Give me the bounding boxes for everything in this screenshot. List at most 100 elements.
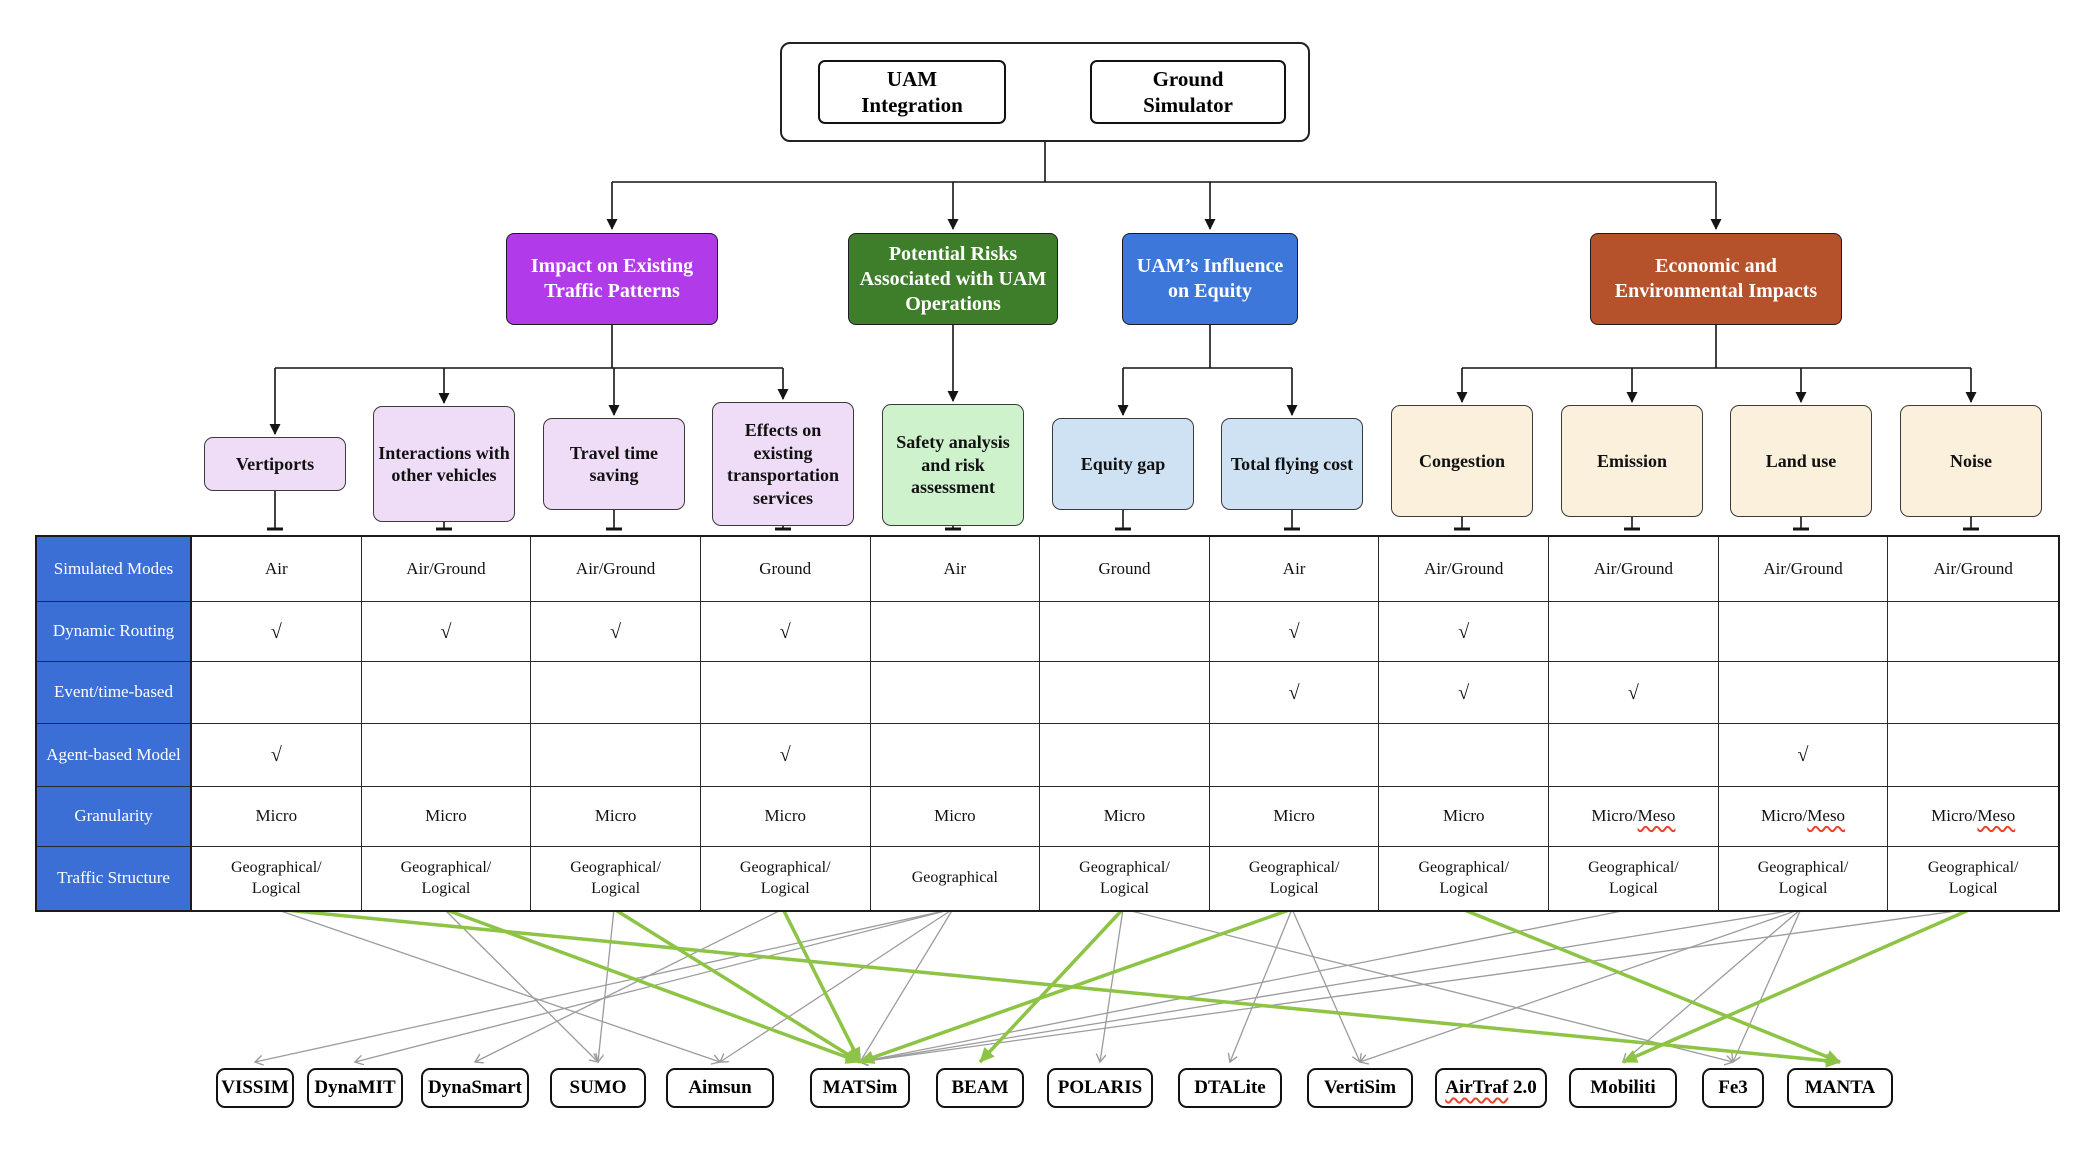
cell-simulated-modes-noise: Air/Ground	[1888, 537, 2058, 602]
cell-event-time-based-equity-gap	[1040, 662, 1210, 724]
cell-dynamic-routing-effects-on-existing-transportation-services: √	[700, 602, 871, 662]
cell-simulated-modes-total-flying-cost: Air	[1209, 537, 1380, 602]
cell-agent-based-model-total-flying-cost	[1209, 724, 1380, 787]
simulator-box-fe3: Fe3	[1702, 1068, 1764, 1108]
cell-event-time-based-vertiports	[192, 662, 362, 724]
simulator-box-dtalite: DTALite	[1178, 1068, 1282, 1108]
green-edge-col7-to-manta	[1461, 907, 1841, 1064]
cell-simulated-modes-emission: Air/Ground	[1549, 537, 1719, 602]
subtopic-box-congestion: Congestion	[1391, 405, 1533, 517]
cell-granularity-land-use: Micro/Meso	[1718, 787, 1889, 847]
simulator-box-matsim: MATSim	[810, 1068, 910, 1108]
gray-edge-col9-to-fe3	[1733, 908, 1802, 1062]
ground-simulator-node: Ground Simulator	[1090, 60, 1286, 124]
cell-agent-based-model-land-use: √	[1718, 724, 1889, 787]
cell-event-time-based-interactions-with-other-vehicles	[361, 662, 532, 724]
cell-event-time-based-safety-analysis-and-risk-assessment	[870, 662, 1041, 724]
subtopic-box-safety-analysis-and-risk-assessment: Safety analysis and risk assessment	[882, 404, 1024, 526]
cell-dynamic-routing-land-use	[1718, 602, 1889, 662]
simulator-box-vissim: VISSIM	[216, 1068, 294, 1108]
cell-simulated-modes-safety-analysis-and-risk-assessment: Air	[870, 537, 1041, 602]
gray-edge-col9-to-matsim	[860, 908, 1802, 1062]
cell-traffic-structure-total-flying-cost: Geographical/Logical	[1210, 847, 1380, 910]
cell-dynamic-routing-noise	[1888, 602, 2058, 662]
gray-edge-col2-to-sumo	[598, 908, 615, 1062]
cell-traffic-structure-safety-analysis-and-risk-assessment: Geographical	[871, 847, 1041, 910]
cell-granularity-travel-time-saving: Micro	[531, 787, 701, 847]
subtopic-box-emission: Emission	[1561, 405, 1703, 517]
cell-agent-based-model-interactions-with-other-vehicles	[361, 724, 532, 787]
cell-dynamic-routing-travel-time-saving: √	[531, 602, 701, 662]
subtopic-box-equity-gap: Equity gap	[1052, 418, 1194, 510]
green-edge-col2-to-matsim	[613, 907, 861, 1064]
cell-dynamic-routing-interactions-with-other-vehicles: √	[361, 602, 532, 662]
category-box-impact-on-existing-traffic-patterns: Impact on Existing Traffic Patterns	[506, 233, 718, 325]
cell-agent-based-model-emission	[1549, 724, 1719, 787]
cell-dynamic-routing-equity-gap	[1040, 602, 1210, 662]
gray-edge-col0-to-aimsun	[274, 908, 720, 1062]
cell-dynamic-routing-emission	[1549, 602, 1719, 662]
cell-traffic-structure-vertiports: Geographical/Logical	[192, 847, 362, 910]
simulator-box-dynamit: DynaMIT	[307, 1068, 403, 1108]
category-box-potential-risks-associated-with-uam-operations: Potential Risks Associated with UAM Oper…	[848, 233, 1058, 325]
subtopic-box-effects-on-existing-transportation-services: Effects on existing transportation servi…	[712, 402, 854, 526]
row-header-simulated-modes: Simulated Modes	[37, 537, 192, 602]
category-box-uam-s-influence-on-equity: UAM’s Influence on Equity	[1122, 233, 1298, 325]
uam-integration-label: UAM Integration	[861, 66, 963, 117]
simulator-box-mobiliti: Mobiliti	[1569, 1068, 1677, 1108]
green-edge-col0-to-manta	[274, 907, 1841, 1068]
green-edge-col10-to-mobiliti	[1622, 907, 1972, 1064]
simulator-box-dynasmart: DynaSmart	[421, 1068, 529, 1108]
subtopic-box-land-use: Land use	[1730, 405, 1872, 517]
simulator-box-aimsun: Aimsun	[666, 1068, 774, 1108]
cell-traffic-structure-emission: Geographical/Logical	[1549, 847, 1719, 910]
uam-integration-node: UAM Integration	[818, 60, 1006, 124]
gray-edge-col1-to-sumo	[443, 908, 598, 1062]
row-header-event-time-based: Event/time-based	[37, 662, 192, 724]
row-header-dynamic-routing: Dynamic Routing	[37, 602, 192, 662]
gray-edge-col3-to-dynasmart	[475, 908, 784, 1062]
cell-granularity-emission: Micro/Meso	[1549, 787, 1719, 847]
row-header-traffic-structure: Traffic Structure	[37, 847, 192, 910]
simulator-box-beam: BEAM	[936, 1068, 1024, 1108]
subtopic-box-interactions-with-other-vehicles: Interactions with other vehicles	[373, 406, 515, 522]
cell-simulated-modes-travel-time-saving: Air/Ground	[531, 537, 701, 602]
gray-edge-col9-to-mobiliti	[1623, 908, 1802, 1062]
cell-traffic-structure-noise: Geographical/Logical	[1927, 858, 2019, 897]
subtopic-box-noise: Noise	[1900, 405, 2042, 517]
cell-granularity-vertiports: Micro	[192, 787, 362, 847]
cell-agent-based-model-equity-gap	[1040, 724, 1210, 787]
cell-dynamic-routing-congestion: √	[1379, 602, 1550, 662]
cell-granularity-noise: Micro/Meso	[1888, 787, 2058, 847]
cell-agent-based-model-travel-time-saving	[531, 724, 701, 787]
cell-simulated-modes-congestion: Air/Ground	[1379, 537, 1550, 602]
cell-simulated-modes-effects-on-existing-transportation-services: Ground	[700, 537, 871, 602]
cell-simulated-modes-interactions-with-other-vehicles: Air/Ground	[361, 537, 532, 602]
green-edge-col1-to-matsim	[443, 907, 861, 1064]
cell-event-time-based-effects-on-existing-transportation-services	[700, 662, 871, 724]
gray-edge-col6-to-vertisim	[1291, 908, 1360, 1062]
cell-agent-based-model-safety-analysis-and-risk-assessment	[870, 724, 1041, 787]
cell-granularity-congestion: Micro	[1379, 787, 1550, 847]
cell-event-time-based-total-flying-cost: √	[1209, 662, 1380, 724]
simulator-box-airtraf-2-0: AirTraf 2.0	[1435, 1068, 1547, 1108]
cell-traffic-structure-effects-on-existing-transportation-services: Geographical/Logical	[701, 847, 871, 910]
gray-edge-col8-to-matsim	[860, 908, 1633, 1062]
subtopic-box-vertiports: Vertiports	[204, 437, 346, 491]
row-header-agent-based-model: Agent-based Model	[37, 724, 192, 787]
cell-traffic-structure-interactions-with-other-vehicles: Geographical/Logical	[362, 847, 532, 910]
cell-granularity-interactions-with-other-vehicles: Micro	[361, 787, 532, 847]
cell-event-time-based-travel-time-saving	[531, 662, 701, 724]
cell-traffic-structure-congestion: Geographical/Logical	[1379, 847, 1550, 910]
subtopic-box-total-flying-cost: Total flying cost	[1221, 418, 1363, 510]
category-box-economic-and-environmental-impacts: Economic and Environmental Impacts	[1590, 233, 1842, 325]
cell-event-time-based-congestion: √	[1379, 662, 1550, 724]
cell-dynamic-routing-total-flying-cost: √	[1209, 602, 1380, 662]
gray-edge-col4-to-vissim	[255, 908, 954, 1062]
cell-traffic-structure-land-use: Geographical/Logical	[1719, 847, 1889, 910]
cell-agent-based-model-congestion	[1379, 724, 1550, 787]
simulator-box-vertisim: VertiSim	[1307, 1068, 1413, 1108]
cell-event-time-based-noise	[1888, 662, 2058, 724]
